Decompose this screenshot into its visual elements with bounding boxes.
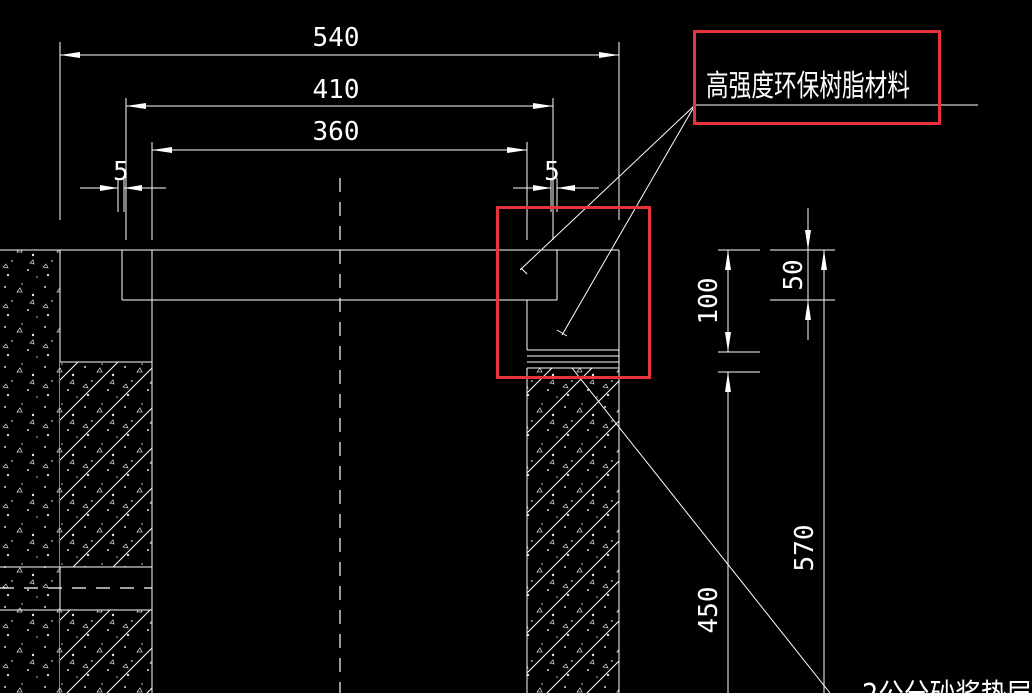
dim-label-570: 570 xyxy=(790,525,820,572)
dimension-570: 570 xyxy=(790,250,827,693)
dimension-360: 360 xyxy=(151,117,528,240)
dim-label-50: 50 xyxy=(779,259,809,290)
left-wall-hatch xyxy=(60,250,153,693)
dim-label-5-right: 5 xyxy=(544,157,560,187)
dim-label-540: 540 xyxy=(313,23,360,53)
left-pipe-opening xyxy=(0,566,152,611)
dimension-410: 410 xyxy=(125,75,554,240)
cover-frame xyxy=(121,249,619,350)
dim-label-410: 410 xyxy=(313,75,360,105)
dimension-100: 100 xyxy=(694,249,760,353)
mortar-note: 2公分砂浆垫层 xyxy=(862,678,1032,693)
highlight-box-detail xyxy=(496,206,651,379)
highlight-box-material-note xyxy=(693,30,941,125)
material-note: 高强度环保树脂材料 xyxy=(706,69,910,104)
dimension-50: 50 xyxy=(770,208,835,340)
dimension-5-right: 5 xyxy=(513,157,599,212)
dim-label-450: 450 xyxy=(694,587,724,634)
mortar-bed-lines xyxy=(527,349,619,363)
mortar-leader-line xyxy=(571,367,831,693)
dim-label-5-left: 5 xyxy=(113,157,129,187)
dimension-450: 450 xyxy=(694,371,760,693)
dimension-5-left: 5 xyxy=(80,157,166,212)
right-wall-hatch xyxy=(526,250,620,693)
dim-label-100: 100 xyxy=(694,278,724,325)
dim-label-360: 360 xyxy=(313,117,360,147)
material-leader-lines xyxy=(519,104,978,337)
dimension-540: 540 xyxy=(59,23,620,220)
left-ground-fill xyxy=(0,249,152,693)
